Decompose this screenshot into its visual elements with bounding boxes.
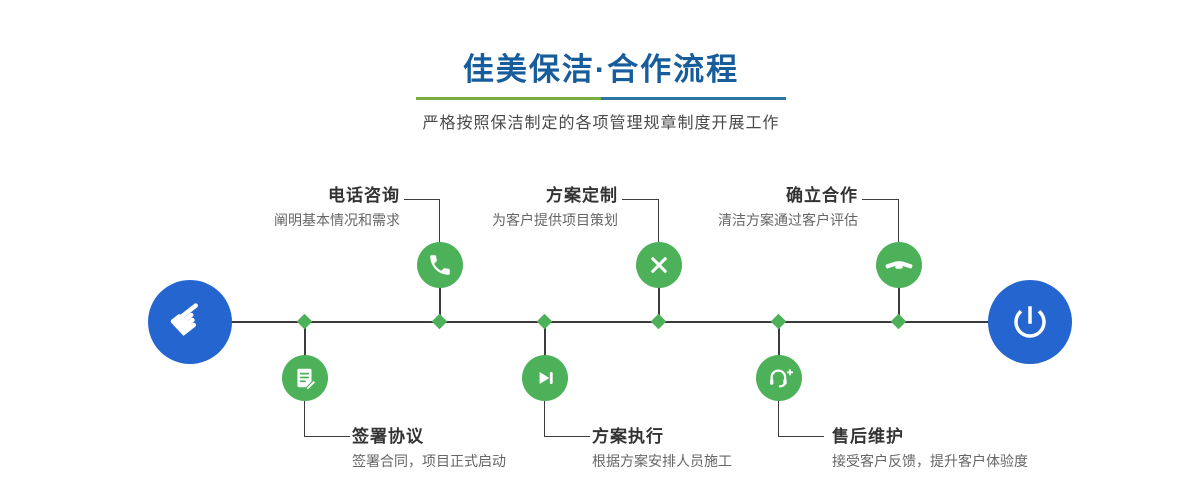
timeline-diamond: [536, 313, 553, 330]
step-label-phone-consult: 电话咨询 阐明基本情况和需求: [274, 186, 400, 229]
connector-stub: [544, 322, 546, 378]
timeline-line: [190, 321, 1030, 323]
page-subtitle: 严格按照保洁制定的各项管理规章制度开展工作: [422, 115, 780, 132]
connector-stub: [658, 265, 660, 322]
handshake-icon: [885, 261, 913, 269]
execute-icon: [539, 372, 553, 384]
step-title: 电话咨询: [328, 186, 400, 205]
step-title: 方案定制: [546, 186, 618, 205]
step-node-plan-customize: [636, 242, 682, 288]
pointing-hand-icon: ☛: [158, 287, 220, 351]
power-icon: [1014, 306, 1046, 338]
connector-stub: [898, 265, 900, 322]
step-title: 售后维护: [832, 427, 904, 446]
title-divider: [416, 97, 786, 100]
step-desc: 清洁方案通过客户评估: [718, 212, 858, 228]
contract-icon: [297, 368, 317, 391]
customer-service-icon: [769, 368, 793, 387]
step-label-aftersales: 售后维护 接受客户反馈，提升客户体验度: [832, 427, 1028, 470]
step-node-sign-agreement: [282, 355, 328, 401]
step-label-establish-cooperation: 确立合作 清洁方案通过客户评估: [718, 186, 858, 229]
step-node-aftersales: [756, 355, 802, 401]
step-desc: 接受客户反馈，提升客户体验度: [832, 453, 1028, 469]
timeline-start-node: ☛: [148, 280, 232, 364]
step-desc: 根据方案安排人员施工: [592, 453, 732, 469]
elbow-connector: [544, 401, 590, 437]
design-tools-icon: [651, 257, 667, 273]
step-label-plan-customize: 方案定制 为客户提供项目策划: [492, 186, 618, 229]
elbow-connector: [304, 401, 350, 437]
step-node-plan-execute: [522, 355, 568, 401]
step-node-establish-cooperation: [876, 242, 922, 288]
step-node-phone-consult: [417, 242, 463, 288]
timeline-end-node: [988, 280, 1072, 364]
phone-icon: [430, 255, 450, 275]
connector-stub: [778, 322, 780, 378]
timeline-diamond: [770, 313, 787, 330]
timeline-diamond: [890, 313, 907, 330]
connector-stub: [304, 322, 306, 378]
step-label-sign-agreement: 签署协议 签署合同，项目正式启动: [352, 427, 506, 470]
step-title: 确立合作: [786, 186, 858, 205]
timeline-diamond: [431, 313, 448, 330]
step-title: 方案执行: [592, 427, 664, 446]
step-label-plan-execute: 方案执行 根据方案安排人员施工: [592, 427, 732, 470]
elbow-connector: [622, 199, 659, 243]
step-title: 签署协议: [352, 427, 424, 446]
elbow-connector: [404, 199, 440, 243]
page-title: 佳美保洁·合作流程: [462, 52, 740, 87]
timeline-diamond: [650, 313, 667, 330]
connector-stub: [439, 265, 441, 322]
timeline-diamond: [296, 313, 313, 330]
elbow-connector: [778, 401, 824, 437]
step-desc: 阐明基本情况和需求: [274, 212, 400, 228]
step-desc: 签署合同，项目正式启动: [352, 453, 506, 469]
elbow-connector: [862, 199, 899, 243]
step-desc: 为客户提供项目策划: [492, 212, 618, 228]
